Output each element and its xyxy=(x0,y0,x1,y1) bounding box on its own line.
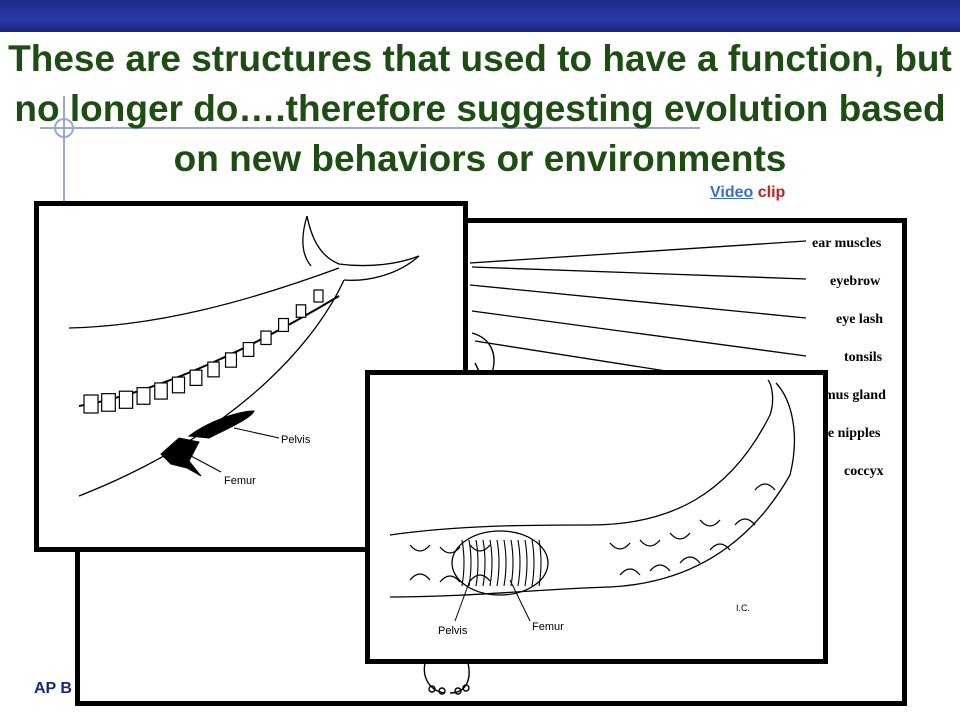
label-male-nipples: le nipples xyxy=(824,426,881,441)
slide-title: These are structures that used to have a… xyxy=(8,38,952,179)
video-clip-link[interactable]: Video clip xyxy=(710,184,785,202)
snake-rib xyxy=(503,539,507,587)
whale-vertebra xyxy=(171,376,186,394)
whale-vertebra xyxy=(278,317,289,333)
whale-label-femur: Femur xyxy=(224,475,256,487)
snake-rib xyxy=(475,539,479,587)
whale-vertebra xyxy=(207,361,220,378)
whale-diagram-drawing: Pelvis Femur xyxy=(68,215,420,497)
whale-vertebra xyxy=(154,382,168,400)
whale-vertebra xyxy=(101,393,116,412)
snake-label-pelvis: Pelvis xyxy=(438,625,468,637)
label-eyebrow: eyebrow xyxy=(830,274,881,289)
snake-rib xyxy=(496,539,500,587)
snake-diagram-drawing: Pelvis Femur I.C. xyxy=(389,379,796,637)
top-bar xyxy=(0,0,960,32)
decorative-horizontal-line xyxy=(40,127,700,129)
decorative-circle xyxy=(54,118,74,138)
snake-rib xyxy=(482,539,486,587)
label-tonsils: tonsils xyxy=(844,350,883,365)
snake-rib xyxy=(468,539,472,587)
snake-rib xyxy=(461,539,465,587)
whale-vertebra xyxy=(118,390,134,409)
whale-vertebra xyxy=(260,330,272,346)
snake-rib xyxy=(538,539,542,587)
snake-rib xyxy=(489,539,493,587)
whale-vertebra xyxy=(242,341,255,357)
label-thymus-gland: mus gland xyxy=(824,388,886,403)
whale-vertebra xyxy=(83,394,99,414)
label-ear-muscles: ear muscles xyxy=(812,236,882,251)
snake-rib xyxy=(510,539,514,587)
snake-label-femur: Femur xyxy=(532,621,564,633)
snake-rib xyxy=(524,539,528,587)
snake-label-signature: I.C. xyxy=(736,603,750,613)
whale-vertebra xyxy=(313,289,324,303)
video-link[interactable]: Video xyxy=(710,184,754,201)
label-coccyx: coccyx xyxy=(844,464,884,479)
snake-vestigial-diagram: Pelvis Femur I.C. xyxy=(365,370,828,664)
snake-rib xyxy=(517,539,521,587)
footer-text: AP B xyxy=(34,680,72,697)
snake-rib xyxy=(531,539,535,587)
clip-text: clip xyxy=(753,184,786,201)
label-eye-lash: eye lash xyxy=(836,312,883,327)
whale-vertebra xyxy=(295,304,307,318)
whale-label-pelvis: Pelvis xyxy=(281,434,311,446)
whale-vertebra xyxy=(224,352,238,368)
decorative-vertical-line xyxy=(63,96,65,206)
whale-vertebra xyxy=(136,387,151,405)
whale-vertebra xyxy=(189,369,203,386)
